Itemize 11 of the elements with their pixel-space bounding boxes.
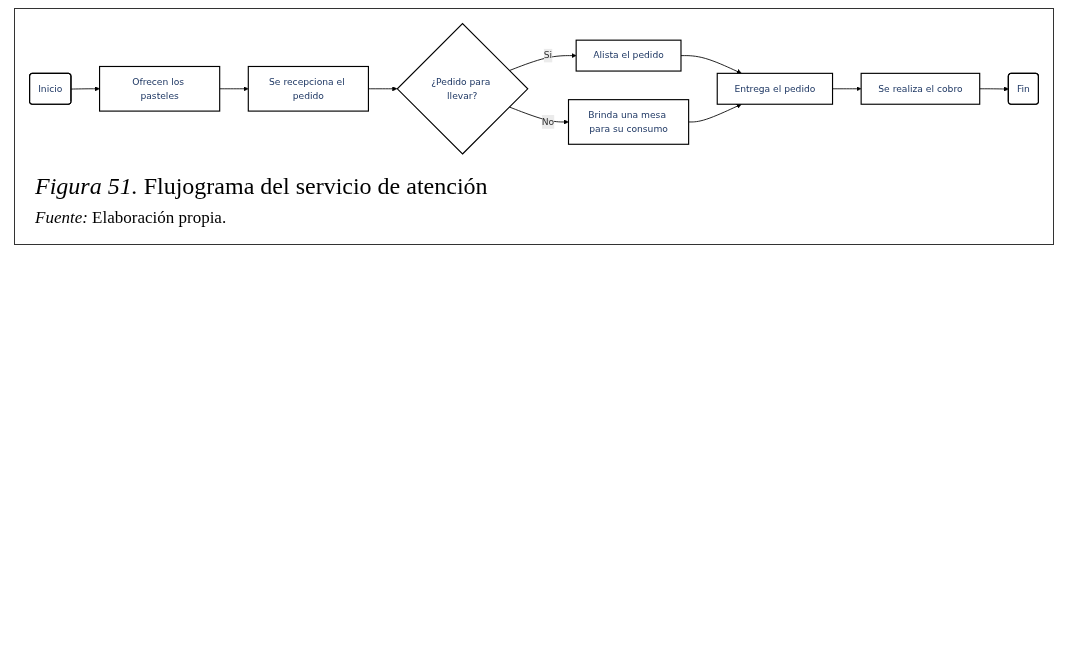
source-note: Fuente: Elaboración propia.	[35, 207, 228, 228]
node-box: Alista el pedido	[575, 39, 682, 72]
node-box: Entrega el pedido	[716, 72, 834, 105]
figure-caption: Figura 51. Flujograma del servicio de atención	[35, 172, 489, 200]
node-box: Se recepciona el pedido	[247, 65, 369, 112]
node-box: Ofrecen los pasteles	[99, 65, 221, 112]
node-box: Se realiza el cobro	[860, 72, 981, 105]
node-box: Brinda una mesa para su consumo	[567, 99, 690, 145]
edge-label: No	[541, 116, 555, 128]
node-diamond: ¿Pedido para llevar?	[396, 22, 529, 155]
edge-label: Si	[543, 49, 553, 61]
